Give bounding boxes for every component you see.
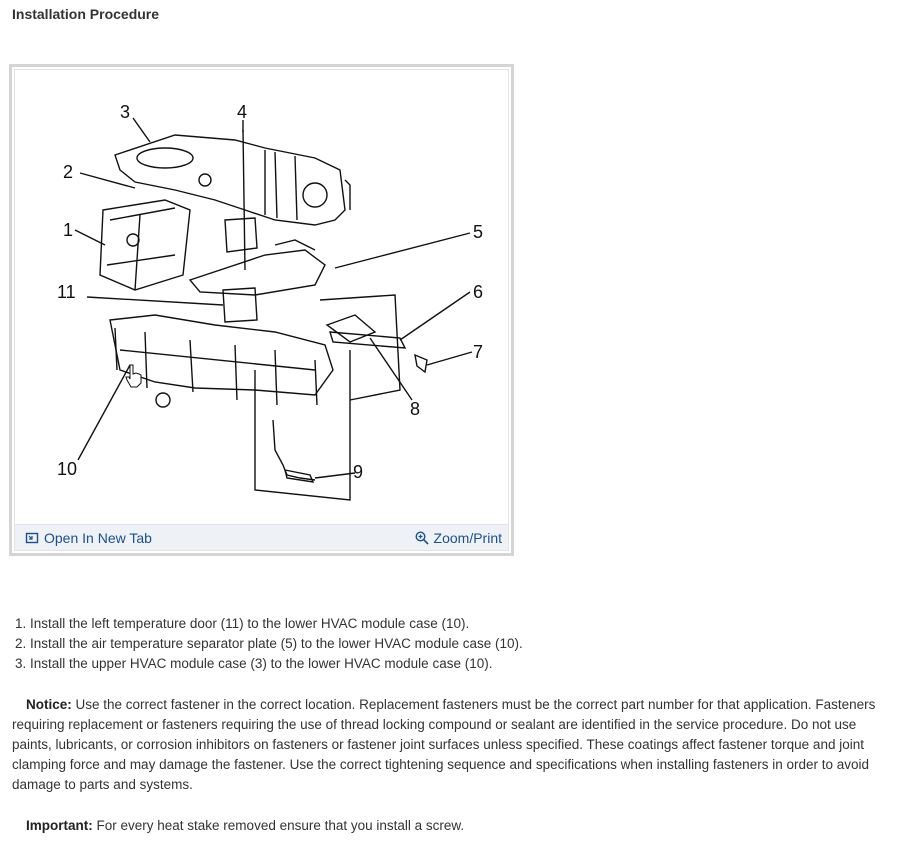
callout-label: 1 <box>63 220 73 240</box>
callout-label: 2 <box>63 162 73 182</box>
callout-label: 8 <box>410 399 420 419</box>
important-paragraph: Important: For every heat stake removed … <box>12 816 892 836</box>
notice-label: Notice: <box>26 697 72 712</box>
figure-footer: Open In New Tab Zoom/Print <box>15 524 508 550</box>
zoom-print-label: Zoom/Print <box>433 529 502 546</box>
hvac-module-exploded-diagram: 3 4 2 1 11 5 6 7 8 9 10 <box>57 102 483 501</box>
important-text: For every heat stake removed ensure that… <box>92 818 465 833</box>
callout-label: 6 <box>473 282 483 302</box>
list-item: 3. Install the upper HVAC module case (3… <box>15 656 493 671</box>
callout-label: 5 <box>473 222 483 242</box>
open-in-new-tab-link[interactable]: Open In New Tab <box>25 530 152 546</box>
figure-container: 3 4 2 1 11 5 6 7 8 9 10 Open In New Tab <box>9 64 514 556</box>
notice-text: Use the correct fastener in the correct … <box>12 697 876 792</box>
installation-steps: 1. Install the left temperature door (11… <box>15 614 523 674</box>
callout-label: 3 <box>120 102 130 122</box>
callout-label: 10 <box>57 459 77 479</box>
hand-cursor-icon <box>125 364 142 388</box>
callout-label: 9 <box>353 462 363 482</box>
page-title: Installation Procedure <box>12 6 160 22</box>
callout-label: 4 <box>237 102 247 122</box>
callout-label: 7 <box>473 342 483 362</box>
important-label: Important: <box>26 818 93 833</box>
zoom-print-link[interactable]: Zoom/Print <box>415 530 502 546</box>
callout-label: 11 <box>57 282 76 302</box>
figure-frame: 3 4 2 1 11 5 6 7 8 9 10 Open In New Tab <box>14 69 509 551</box>
list-item: 1. Install the left temperature door (11… <box>15 616 470 631</box>
zoom-in-icon <box>415 530 429 545</box>
open-in-new-tab-icon <box>25 531 39 545</box>
open-in-new-tab-label: Open In New Tab <box>44 529 152 546</box>
list-item: 2. Install the air temperature separator… <box>15 636 523 651</box>
notice-paragraph: Notice: Use the correct fastener in the … <box>12 695 892 795</box>
